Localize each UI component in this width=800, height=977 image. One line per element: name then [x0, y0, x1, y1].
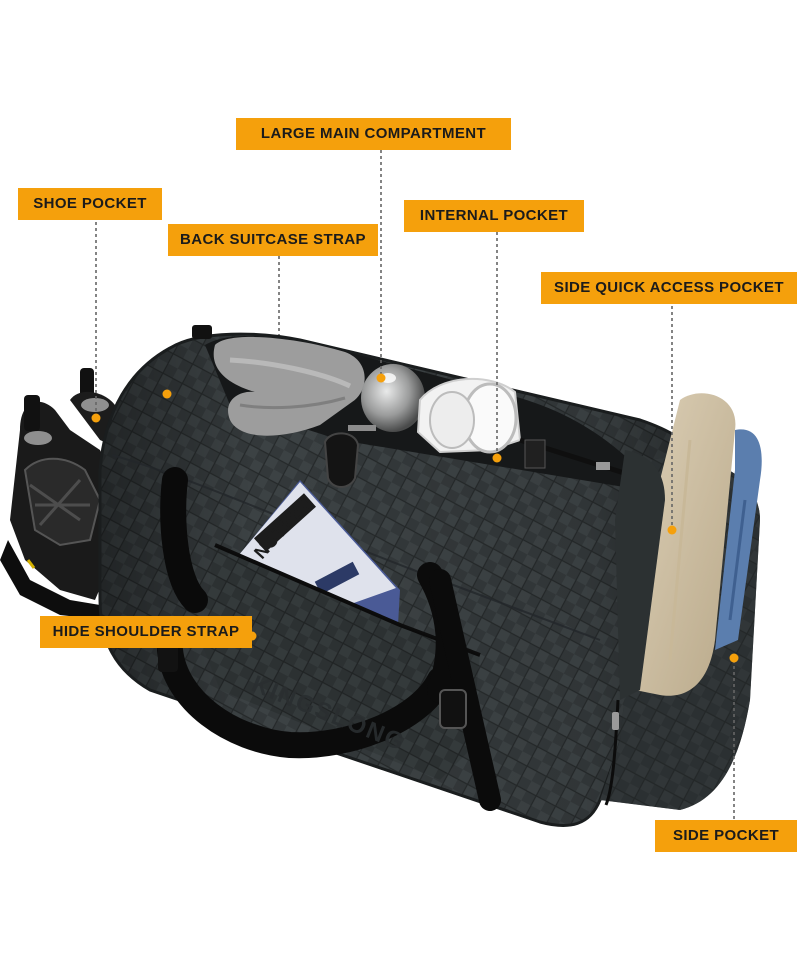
callout-side-pocket: SIDE POCKET	[655, 820, 797, 852]
callout-internal-pocket: INTERNAL POCKET	[404, 200, 584, 232]
shoes	[0, 368, 122, 620]
callout-large-main-compartment: LARGE MAIN COMPARTMENT	[236, 118, 511, 150]
callout-back-suitcase-strap: BACK SUITCASE STRAP	[168, 224, 378, 256]
callout-shoe-pocket: SHOE POCKET	[18, 188, 162, 220]
callout-hide-shoulder-strap: HIDE SHOULDER STRAP	[40, 616, 252, 648]
side-pocket-clothing	[615, 393, 762, 700]
callout-side-quick-access-pocket: SIDE QUICK ACCESS POCKET	[541, 272, 797, 304]
leader-lines	[95, 150, 735, 820]
carry-handles	[157, 325, 501, 811]
compartment-contents	[213, 336, 641, 488]
